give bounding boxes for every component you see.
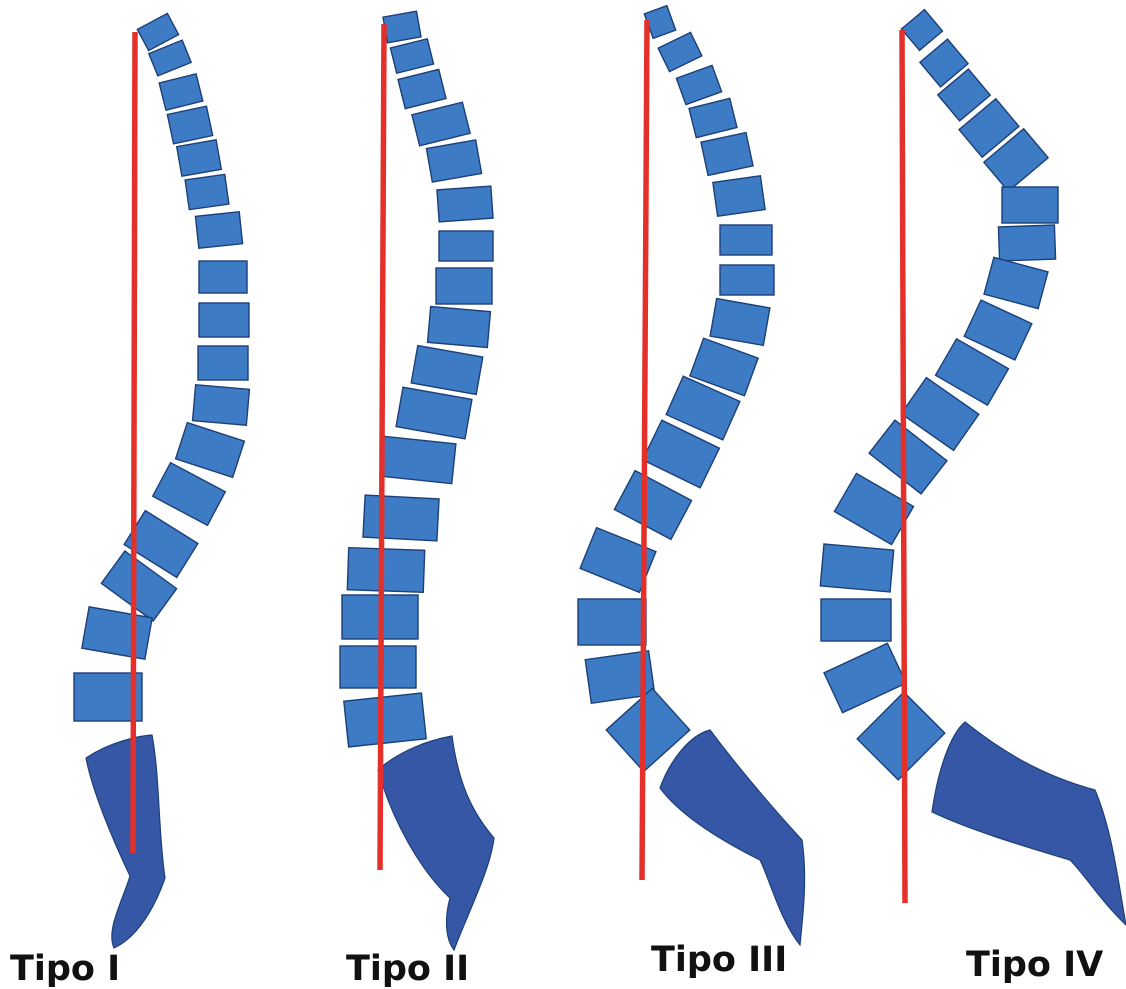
vertebra-tipo-2-4 — [412, 102, 470, 146]
vertebra-tipo-4-8 — [984, 257, 1048, 308]
spine-tipo-3 — [578, 6, 805, 945]
vertebra-tipo-2-10 — [411, 346, 483, 395]
vertebra-tipo-3-2 — [658, 32, 702, 71]
sacrum-tipo-1 — [86, 735, 165, 948]
vertebra-tipo-4-1 — [902, 10, 943, 51]
sacrum-tipo-3 — [660, 730, 805, 945]
spine-tipo-4 — [820, 10, 1126, 925]
plumb-line-tipo-1 — [133, 32, 135, 853]
vertebra-tipo-1-10 — [198, 346, 248, 380]
sacrum-tipo-2 — [378, 736, 494, 950]
vertebra-tipo-3-9 — [710, 299, 770, 346]
vertebra-tipo-1-4 — [167, 106, 212, 144]
vertebra-tipo-2-5 — [426, 140, 481, 182]
vertebra-tipo-1-6 — [185, 174, 229, 209]
vertebra-tipo-2-1 — [383, 11, 421, 43]
vertebra-tipo-1-7 — [195, 212, 242, 248]
vertebra-tipo-3-5 — [701, 133, 753, 176]
vertebra-tipo-2-2 — [390, 39, 433, 73]
vertebra-tipo-4-7 — [998, 225, 1055, 261]
label-tipo-2: Tipo II — [346, 952, 469, 987]
plumb-line-tipo-4 — [902, 30, 905, 903]
vertebra-tipo-2-6 — [437, 186, 493, 222]
vertebra-tipo-2-3 — [398, 69, 446, 108]
vertebra-tipo-4-6 — [1002, 187, 1058, 223]
vertebra-tipo-4-17 — [857, 692, 945, 780]
vertebra-tipo-2-8 — [436, 268, 492, 304]
vertebra-tipo-2-12 — [380, 436, 456, 483]
spine-tipo-1 — [74, 13, 249, 948]
vertebra-tipo-3-3 — [676, 65, 721, 104]
vertebra-tipo-1-9 — [199, 303, 249, 337]
vertebra-tipo-1-8 — [199, 261, 247, 293]
vertebra-tipo-4-14 — [820, 544, 893, 592]
vertebra-tipo-3-7 — [720, 225, 772, 255]
vertebra-tipo-2-7 — [439, 231, 493, 261]
label-tipo-3: Tipo III — [651, 943, 787, 978]
spine-tipo-2 — [340, 11, 494, 950]
vertebra-tipo-2-17 — [344, 693, 426, 747]
vertebra-tipo-2-9 — [428, 306, 491, 347]
vertebra-tipo-3-8 — [720, 265, 774, 295]
vertebra-tipo-1-11 — [193, 385, 250, 426]
vertebra-tipo-4-15 — [821, 599, 891, 641]
vertebra-tipo-1-12 — [176, 423, 245, 478]
vertebra-tipo-1-5 — [177, 140, 222, 176]
label-tipo-4: Tipo IV — [966, 948, 1103, 983]
vertebra-tipo-3-15 — [578, 599, 646, 645]
vertebra-tipo-2-14 — [347, 548, 424, 593]
vertebra-tipo-1-3 — [159, 74, 203, 110]
vertebra-tipo-2-11 — [396, 387, 472, 439]
sacrum-tipo-4 — [932, 722, 1126, 925]
vertebra-tipo-2-16 — [340, 646, 416, 688]
label-tipo-1: Tipo I — [10, 952, 120, 987]
vertebra-tipo-2-13 — [363, 495, 439, 541]
vertebra-tipo-3-13 — [614, 471, 691, 540]
vertebra-tipo-3-6 — [713, 176, 765, 216]
vertebra-tipo-3-4 — [689, 98, 737, 137]
vertebra-tipo-1-16 — [82, 607, 152, 659]
